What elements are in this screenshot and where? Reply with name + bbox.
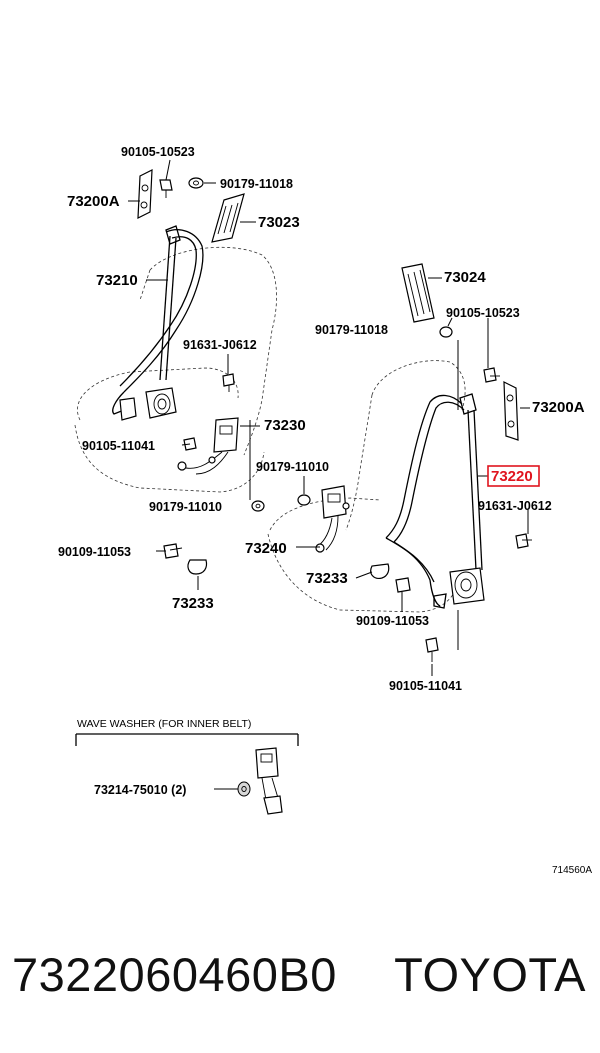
label-right-anchor: 73200A <box>532 399 585 416</box>
inset-wave-washer <box>75 733 299 815</box>
label-left-cover: 73023 <box>258 214 300 231</box>
footer: 7322060460B0 TOYOTA <box>0 915 600 1035</box>
label-left-bolt-b: 91631-J0612 <box>183 338 257 352</box>
label-left-washer: 90179-11018 <box>220 177 293 191</box>
left-cover-part <box>211 193 245 243</box>
label-inset-part: 73214-75010 (2) <box>94 783 186 797</box>
label-left-washer-b: 90179-11010 <box>149 500 222 514</box>
left-buckle-part <box>177 417 239 475</box>
right-buckle-part <box>315 485 350 553</box>
left-retractor-part <box>119 387 177 421</box>
label-right-bolt-a: 90105-10523 <box>446 306 520 320</box>
left-bolt-b-part <box>222 373 235 392</box>
right-bolt-d-part <box>395 577 411 593</box>
left-bolt-d-part <box>163 543 183 559</box>
label-left-anchor: 73200A <box>67 193 120 210</box>
footer-part-number: 7322060460B0 <box>12 948 337 1001</box>
label-right-bolt-c: 90105-11041 <box>389 679 462 693</box>
label-right-belt: 73220 <box>491 468 533 485</box>
right-washer-b-part <box>297 494 311 506</box>
label-right-cover: 73024 <box>444 269 486 286</box>
right-washer-part <box>439 326 453 338</box>
right-seat-assembly <box>267 263 532 676</box>
right-belt-part <box>385 393 483 609</box>
left-guide-part <box>187 559 208 575</box>
inset-title: WAVE WASHER (FOR INNER BELT) <box>77 718 251 730</box>
right-bolt-c-part <box>425 637 439 662</box>
label-right-washer: 90179-11018 <box>315 323 388 337</box>
right-bolt-a-part <box>483 367 500 383</box>
drawing-number: 714560A <box>552 865 592 876</box>
right-guide-part <box>370 563 390 579</box>
left-seat-assembly <box>74 159 277 590</box>
highlight-box <box>487 465 540 487</box>
right-anchor-part <box>503 381 519 441</box>
left-belt-part <box>112 225 204 415</box>
label-left-buckle: 73230 <box>264 417 306 434</box>
label-left-bolt-d: 90109-11053 <box>58 545 131 559</box>
left-anchor-part <box>137 169 153 219</box>
right-retractor-part <box>449 567 485 605</box>
label-left-guide: 73233 <box>172 595 214 612</box>
label-right-bolt-b: 91631-J0612 <box>478 499 552 513</box>
label-right-bolt-d: 90109-11053 <box>356 614 429 628</box>
label-left-bolt-c: 90105-11041 <box>82 439 155 453</box>
left-bolt-a-part <box>159 179 173 198</box>
label-right-washer-b: 90179-11010 <box>256 460 329 474</box>
footer-brand: TOYOTA <box>394 948 586 1001</box>
left-washer-b-part <box>251 500 265 512</box>
right-cover-part <box>401 263 435 323</box>
label-left-bolt-a: 90105-10523 <box>121 145 195 159</box>
label-left-belt: 73210 <box>96 272 138 289</box>
label-right-guide: 73233 <box>306 570 348 587</box>
left-washer-part <box>188 177 204 189</box>
label-right-buckle: 73240 <box>245 540 287 557</box>
parts-diagram: 90105-10523 90179-11018 73200A 73023 732… <box>58 145 592 876</box>
right-bolt-b-part <box>515 533 532 549</box>
